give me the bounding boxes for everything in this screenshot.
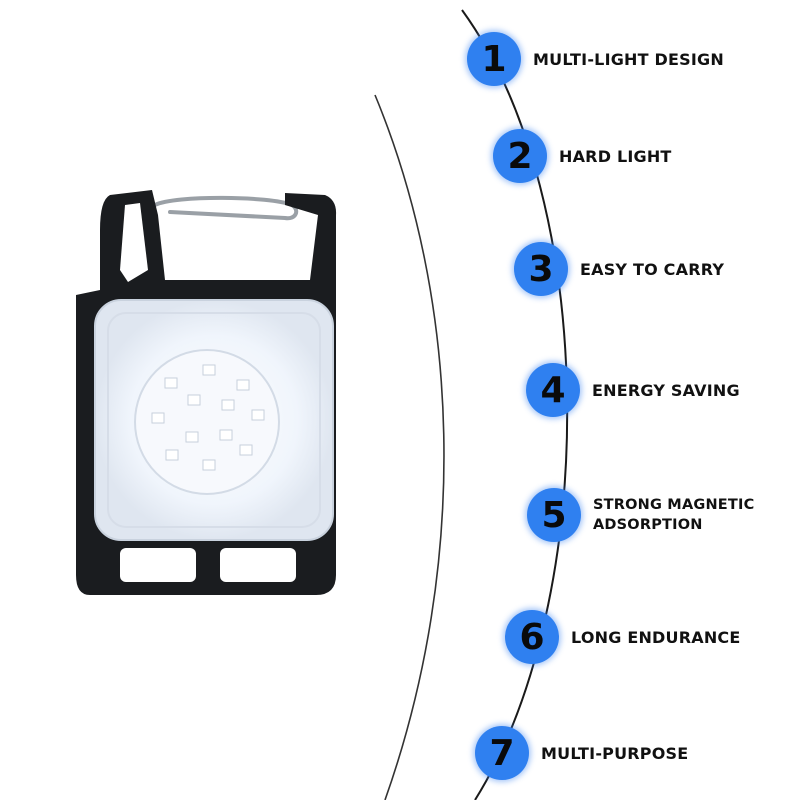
number-badge: 5 — [527, 488, 581, 542]
feature-label: LONG ENDURANCE — [571, 627, 741, 647]
feature-item-2: 2 HARD LIGHT — [493, 129, 672, 183]
feature-item-3: 3 EASY TO CARRY — [514, 242, 724, 296]
lanyard-hole — [129, 206, 137, 214]
feature-label-line-1: STRONG MAGNETIC — [593, 497, 755, 513]
number-badge: 4 — [526, 363, 580, 417]
feature-item-5: 5 STRONG MAGNETIC ADSORPTION — [527, 488, 754, 542]
strap-slot-left — [120, 548, 196, 582]
feature-label: MULTI-PURPOSE — [541, 743, 689, 763]
feature-label: ENERGY SAVING — [592, 380, 740, 400]
feature-item-7: 7 MULTI-PURPOSE — [475, 726, 688, 780]
inner-arc — [374, 94, 445, 800]
feature-label: EASY TO CARRY — [580, 259, 725, 279]
feature-label-line-2: ADSORPTION — [593, 517, 703, 533]
led-chips — [151, 364, 265, 471]
bottle-opener-notch — [120, 203, 148, 282]
feature-label: MULTI-LIGHT DESIGN — [533, 49, 724, 69]
feature-item-1: 1 MULTI-LIGHT DESIGN — [467, 32, 724, 86]
number-badge: 2 — [493, 129, 547, 183]
feature-item-4: 4 ENERGY SAVING — [526, 363, 740, 417]
number-badge: 7 — [475, 726, 529, 780]
feature-label: HARD LIGHT — [559, 146, 672, 166]
number-badge: 1 — [467, 32, 521, 86]
carabiner-clip — [153, 195, 299, 221]
feature-item-6: 6 LONG ENDURANCE — [505, 610, 740, 664]
feature-label: STRONG MAGNETIC ADSORPTION — [593, 495, 754, 535]
number-badge: 6 — [505, 610, 559, 664]
strap-slot-right — [220, 548, 296, 582]
number-badge: 3 — [514, 242, 568, 296]
